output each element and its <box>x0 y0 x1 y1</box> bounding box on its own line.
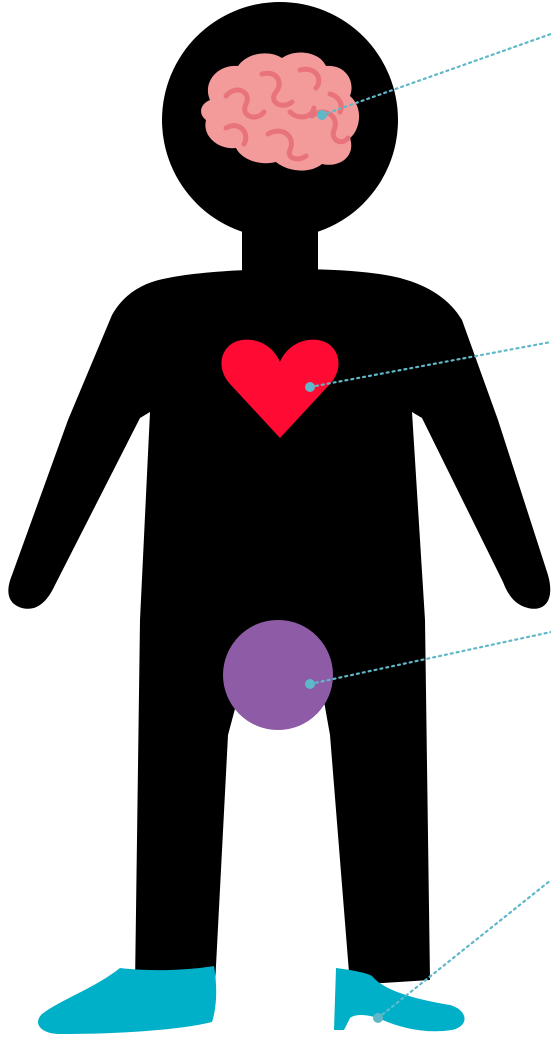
left-shoe-icon <box>38 966 216 1034</box>
brain-dot <box>317 110 327 120</box>
pelvis-dot <box>305 679 315 689</box>
pelvis-circle-icon <box>223 620 333 730</box>
heart-dot <box>305 382 315 392</box>
shoe-dot <box>373 1013 383 1023</box>
